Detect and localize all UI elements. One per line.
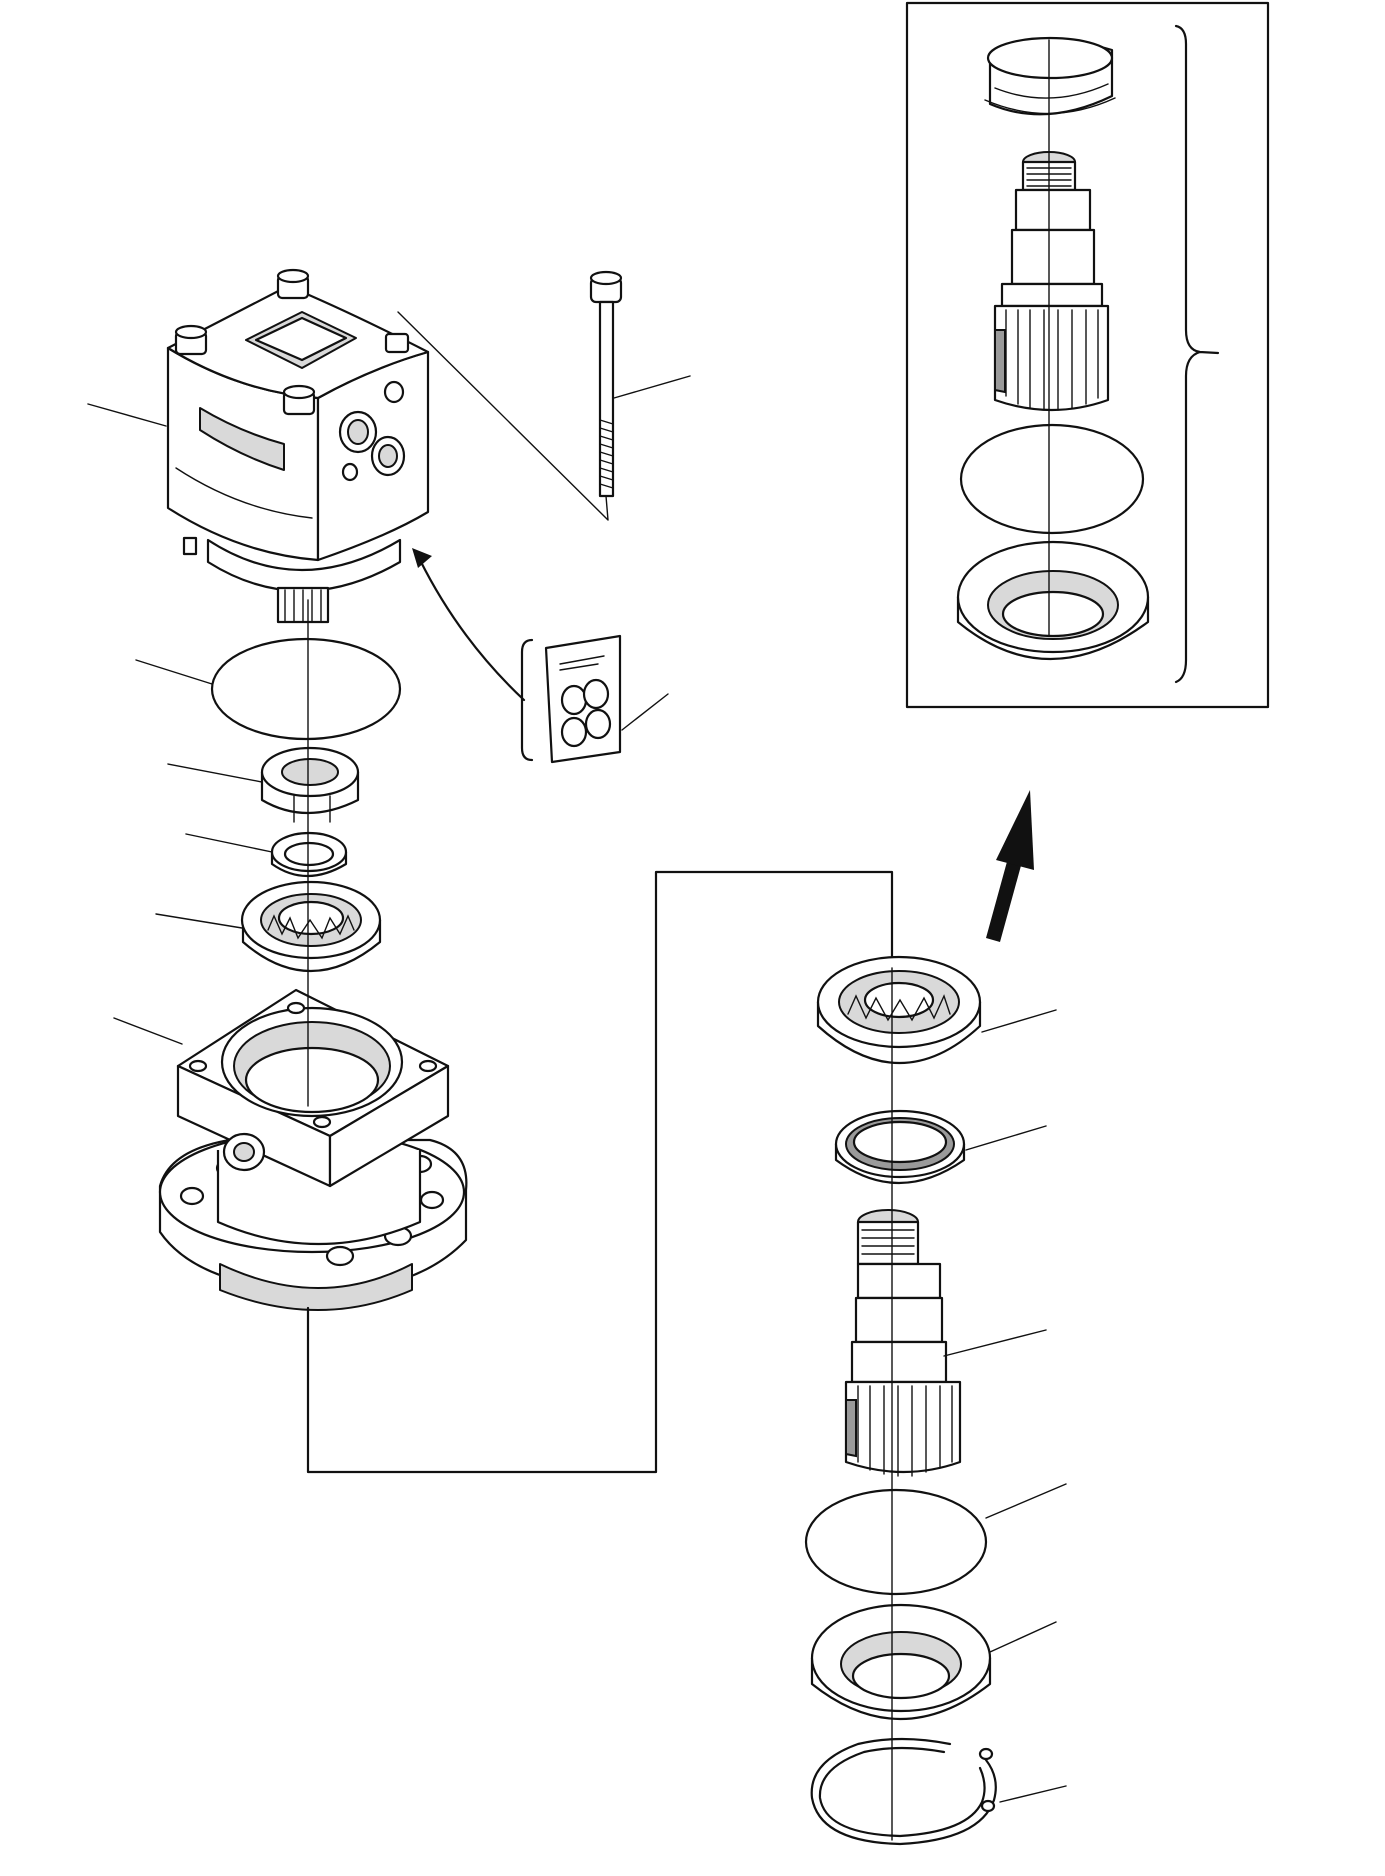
left-leader-lines — [87, 375, 691, 1045]
decal — [412, 548, 622, 764]
retainer — [810, 1603, 992, 1720]
inset-cap — [984, 36, 1116, 116]
bearing-lower — [816, 955, 982, 1064]
o-ring-upper — [210, 637, 402, 741]
o-ring-lower — [804, 1488, 988, 1596]
right-leader-lines — [943, 1009, 1067, 1803]
inset-pinion-shaft — [993, 151, 1110, 412]
hydraulic-motor — [166, 268, 430, 624]
up-arrow-icon — [986, 790, 1034, 942]
gearbox-housing — [158, 988, 468, 1311]
kit-inset-box — [905, 1, 1270, 709]
snap-ring — [810, 1737, 997, 1846]
bearing-upper — [240, 880, 382, 972]
assembly-link-line — [306, 870, 894, 1474]
lock-nut — [260, 746, 360, 823]
pinion-shaft — [844, 1209, 962, 1477]
bolt — [397, 270, 623, 521]
inset-o-ring — [959, 423, 1145, 535]
seal — [834, 1109, 966, 1184]
inset-retainer — [956, 540, 1150, 660]
spacer-ring — [270, 831, 348, 878]
